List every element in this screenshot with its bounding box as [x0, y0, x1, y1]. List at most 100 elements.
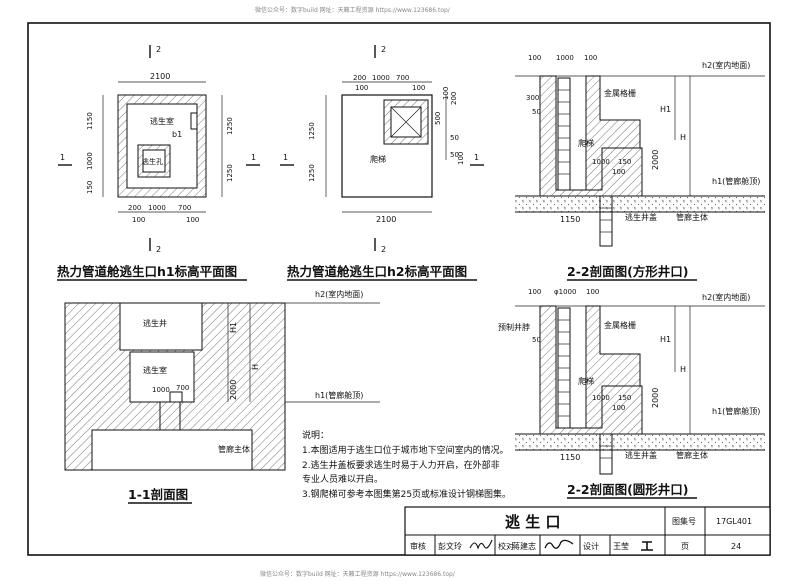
section-square-dim-top-c: 100 — [584, 54, 597, 62]
title-block-atlas-no: 17GL401 — [716, 517, 752, 526]
plan-h2-dim-right-b: 100 — [442, 87, 450, 100]
section-round-dim-mid-b: 150 — [618, 394, 631, 402]
section-round-dim-left-a: 50 — [532, 336, 541, 344]
plan-h1-sec-bot: 2 — [156, 245, 161, 254]
section-11-H-label: H — [251, 364, 260, 370]
plan-h2-title: 热力管道舱逃生口h2标高平面图 — [287, 264, 467, 279]
section-11-h1-label: h1(管廊舱顶) — [315, 390, 363, 400]
notes-item-2: 2.逃生井盖板要求逃生时易于人力开启，在外部非 — [302, 459, 500, 471]
section-11-dim-a: 1000 — [152, 386, 170, 394]
plan-h1-dim-top: 2100 — [150, 72, 170, 81]
plan-h2-dim-right-a: 500 — [434, 112, 442, 125]
section-round-corridor-label: 管廊主体 — [676, 450, 708, 460]
section-11-h2-label: h2(室内地面) — [315, 289, 363, 299]
section-square-ground-band — [515, 196, 765, 212]
plan-h2-dim-top-b: 1000 — [372, 74, 390, 82]
section-11-room-label: 逃生室 — [143, 365, 167, 375]
plan-h1-b1-label: b1 — [172, 130, 182, 139]
plan-h1-hole-label: 逃生孔 — [142, 157, 163, 166]
designer-signature — [641, 541, 653, 551]
title-block-reviewer: 彭文玲 — [438, 541, 462, 551]
plan-h1-view: 逃生室 b1 逃生孔 2100 1150 1000 150 1250 1250 … — [57, 45, 260, 281]
section-round-ladder-label: 爬梯 — [578, 376, 594, 386]
section-square-dim-mid-c: 100 — [612, 168, 625, 176]
plan-h2-sec-top: 2 — [381, 45, 386, 54]
plan-h2-dim-top-c: 700 — [396, 74, 409, 82]
title-block-atlas-label: 图集号 — [672, 516, 696, 526]
section-square-dim-mid-b: 150 — [618, 158, 631, 166]
section-11-title: 1-1剖面图 — [128, 487, 188, 502]
plan-h2-dim-bot: 2100 — [376, 215, 396, 224]
notes-item-3: 专业人员难以开启。 — [302, 473, 383, 485]
title-block-drawing-title: 逃 生 口 — [505, 513, 560, 531]
section-square-lower-ladder — [599, 195, 613, 247]
section-square-dim-2000: 2000 — [651, 150, 660, 170]
reviewer-signature — [469, 539, 493, 550]
section-square-dim-left-b: 50 — [532, 108, 541, 116]
section-11-collar — [169, 391, 183, 403]
section-round-title: 2-2剖面图(圆形井口) — [567, 482, 689, 497]
plan-h2-dim-right-f: 100 — [457, 152, 465, 165]
plan-h2-dim-right-d: 50 — [450, 134, 459, 142]
section-square-cover-label: 逃生井盖 — [625, 212, 657, 222]
plan-h1-dim-left-c: 150 — [86, 181, 94, 194]
section-round-collar-label: 预制井脖 — [498, 322, 530, 332]
section-round-dim-mid-c: 100 — [612, 404, 625, 412]
sheet-frame — [27, 22, 771, 556]
section-round-grate-label: 金属格栅 — [604, 320, 636, 330]
plan-h1-escape-hole-inner — [142, 149, 166, 173]
title-block: 逃 生 口 图集号 17GL401 审核 彭文玲 校对 蒋建志 设计 王莹 页 … — [404, 506, 771, 556]
plan-h2-dim-left-b: 1250 — [308, 164, 316, 182]
plan-h1-sec-left: 1 — [60, 153, 65, 162]
section-round-cover-label: 逃生井盖 — [625, 450, 657, 460]
section-square-h1-label: h1(管廊舱顶) — [712, 176, 760, 186]
checker-signature — [544, 539, 574, 549]
plan-h2-ladder-label: 爬梯 — [370, 154, 386, 164]
plan-h1-b1-slot — [190, 112, 198, 130]
plan-h2-sec-right: 1 — [474, 153, 479, 162]
plan-h1-sec-top: 2 — [156, 45, 161, 54]
section-round-h1-label: h1(管廊舱顶) — [712, 406, 760, 416]
section-round-dim-top-b: φ1000 — [554, 288, 576, 296]
plan-h2-dim-right-c: 200 — [450, 92, 458, 105]
plan-h2-dim-top-e: 100 — [412, 84, 425, 92]
section-square-ladder — [557, 77, 571, 191]
section-11-corridor — [91, 429, 253, 471]
section-square-dim-mid-a: 1000 — [592, 158, 610, 166]
plan-h2-view: 爬梯 200 1000 700 100 100 1250 1250 500 10… — [280, 45, 484, 281]
plan-h1-dim-right-b: 1250 — [226, 164, 234, 182]
title-block-page-label: 页 — [681, 542, 689, 551]
notes-item-1: 1.本图适用于逃生口位于城市地下空间室内的情况。 — [302, 444, 509, 456]
plan-h2-sec-bot: 2 — [381, 245, 386, 254]
notes-item-4: 3.钢爬梯可参考本图集第25页或标准设计钢梯图集。 — [302, 488, 511, 500]
section-round-h2-label: h2(室内地面) — [702, 292, 750, 302]
section-square-dim-left-a: 300 — [526, 94, 539, 102]
plan-h1-dim-right-a: 1250 — [226, 117, 234, 135]
section-round-dim-top-a: 100 — [528, 288, 541, 296]
section-round-lower-ladder — [599, 433, 613, 475]
title-block-page-no: 24 — [731, 542, 741, 551]
title-block-check-label: 校对 — [498, 541, 514, 551]
section-11-view: 逃生井 逃生室 1000 700 管廊主体 h2(室内地面) h1(管廊舱顶) … — [64, 289, 380, 504]
section-round-ground-band — [515, 434, 765, 450]
section-round-dim-2000: 2000 — [651, 388, 660, 408]
notes-heading: 说明： — [302, 429, 329, 441]
plan-h1-sec-right: 1 — [251, 153, 256, 162]
plan-h1-title: 热力管道舱逃生口h1标高平面图 — [57, 264, 237, 279]
section-square-view: 金属格栅 爬梯 逃生井盖 管廊主体 h2(室内地面) h1(管廊舱顶) H1 H… — [515, 54, 765, 281]
section-round-dim-top-c: 100 — [586, 288, 599, 296]
section-11-corridor-label: 管廊主体 — [218, 444, 250, 454]
title-block-designer: 王莹 — [613, 541, 629, 551]
section-11-shaft-label: 逃生井 — [143, 318, 167, 328]
notes-block: 说明： 1.本图适用于逃生口位于城市地下空间室内的情况。 2.逃生井盖板要求逃生… — [302, 429, 511, 500]
plan-h2-sec-left: 1 — [283, 153, 288, 162]
section-round-dim-mid-a: 1000 — [592, 394, 610, 402]
plan-h2-dim-left-a: 1250 — [308, 122, 316, 140]
plan-h1-dim-left-b: 1000 — [86, 152, 94, 170]
section-square-corridor-label: 管廊主体 — [676, 212, 708, 222]
plan-h1-dim-bot-d: 100 — [132, 216, 145, 224]
section-11-H1-label: H1 — [229, 322, 238, 333]
plan-h2-dim-right-e: 50 — [450, 151, 459, 159]
title-block-review-label: 审核 — [410, 541, 426, 551]
